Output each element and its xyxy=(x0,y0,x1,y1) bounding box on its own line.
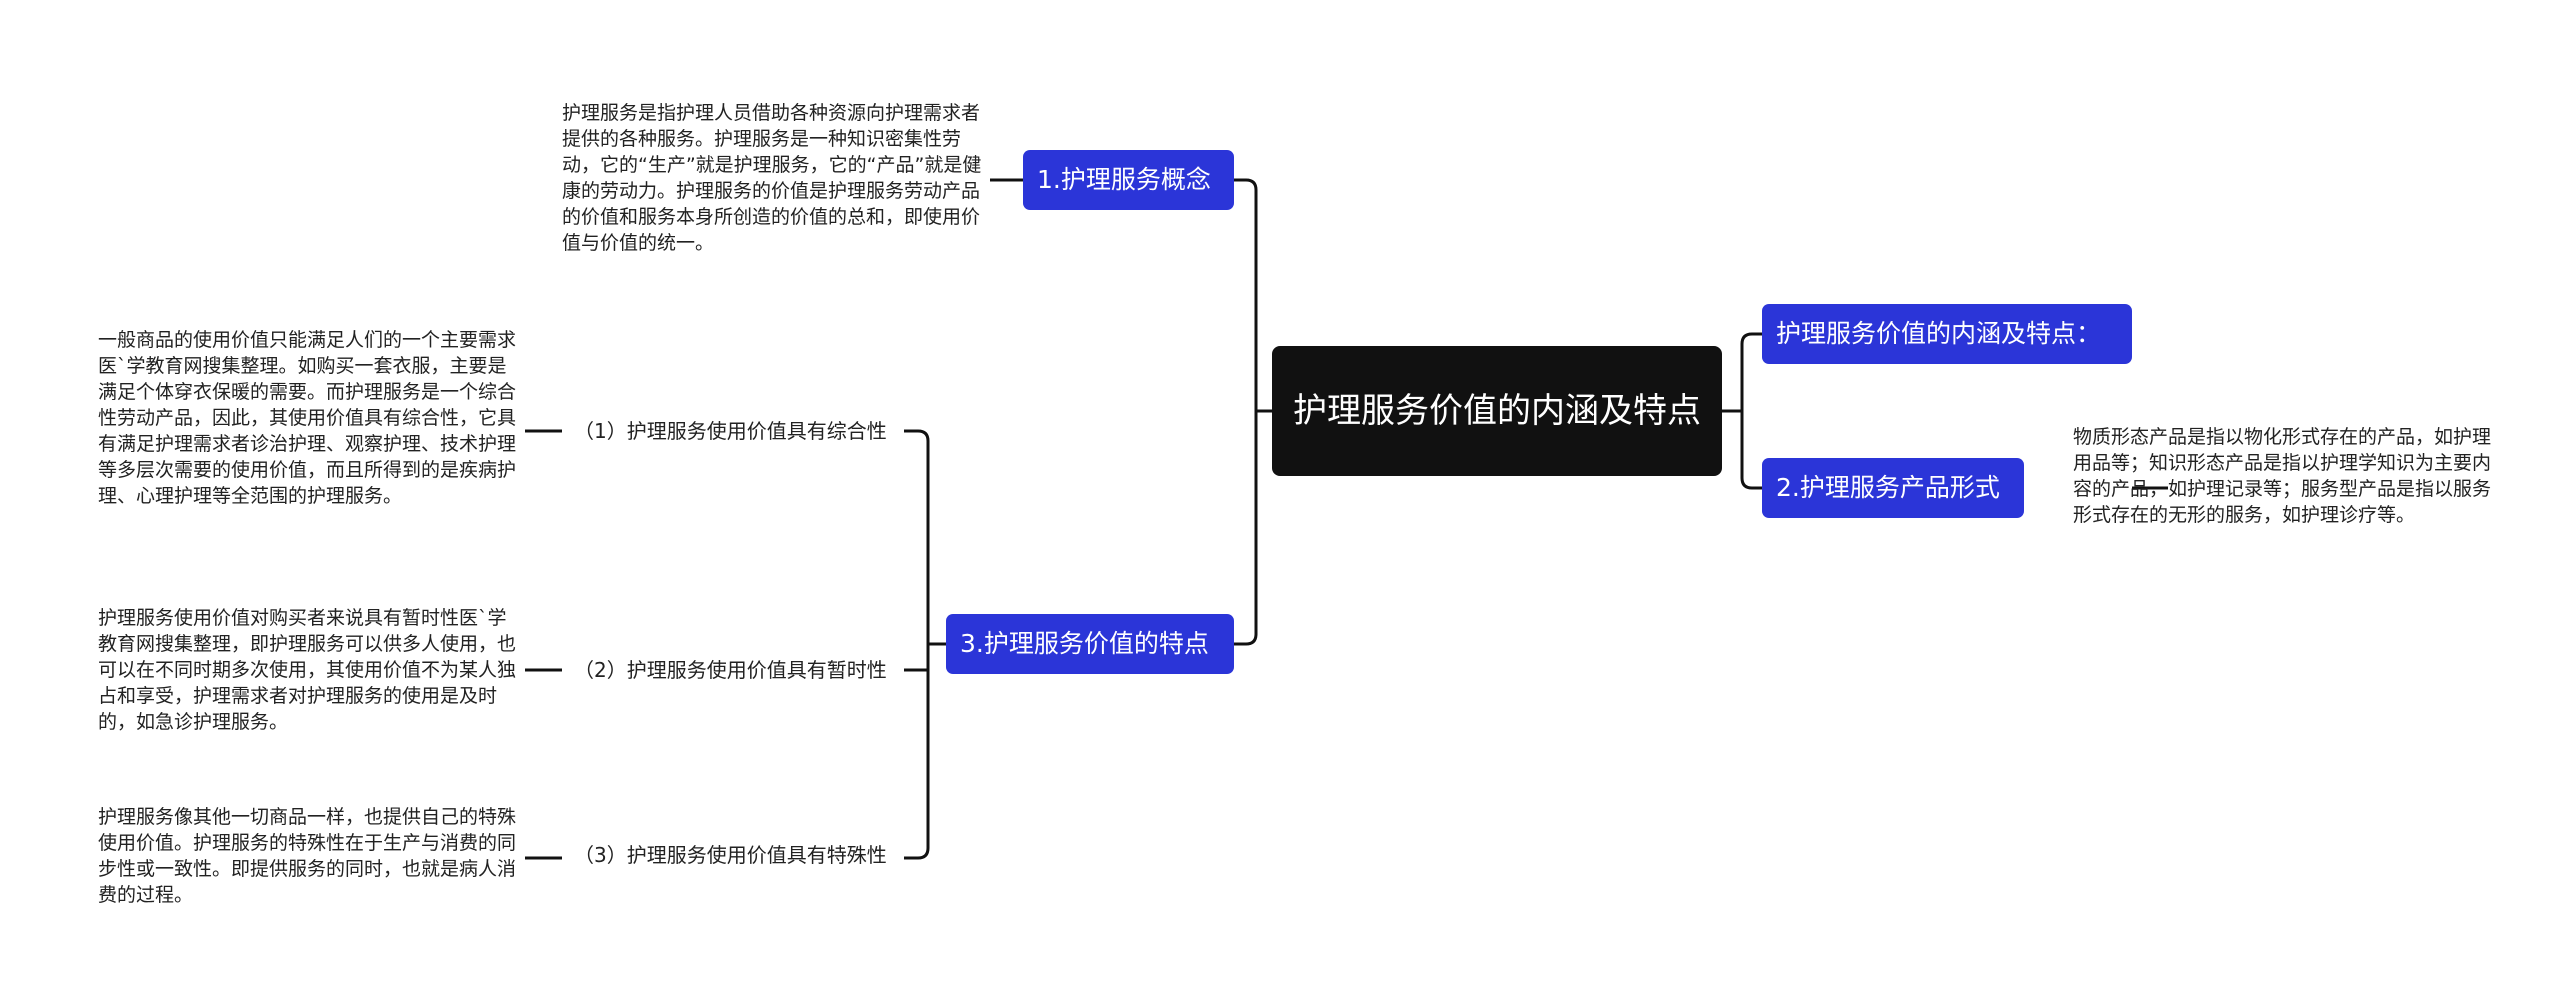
subtopic-label: （3）护理服务使用价值具有特殊性 xyxy=(574,843,887,867)
branch-nursing-service-concept[interactable]: 1.护理服务概念 xyxy=(1023,150,1234,210)
note-comprehensive: 一般商品的使用价值只能满足人们的一个主要需求医`学教育网搜集整理。如购买一套衣服… xyxy=(98,329,517,507)
branch-value-connotation[interactable]: 护理服务价值的内涵及特点： xyxy=(1762,304,2132,364)
branch-label: 护理服务价值的内涵及特点： xyxy=(1776,319,2102,348)
branch-label: 2.护理服务产品形式 xyxy=(1776,473,2000,502)
connector-root-left xyxy=(1234,178,1272,646)
root-topic-label: 护理服务价值的内涵及特点 xyxy=(1293,391,1701,431)
connector-features-sub xyxy=(904,429,946,860)
subtopic-label: （1）护理服务使用价值具有综合性 xyxy=(574,419,887,443)
root-topic[interactable]: 护理服务价值的内涵及特点 xyxy=(1272,346,1722,476)
subtopic-temporary[interactable]: （2）护理服务使用价值具有暂时性 xyxy=(574,657,887,683)
note-special: 护理服务像其他一切商品一样，也提供自己的特殊使用价值。护理服务的特殊性在于生产与… xyxy=(98,806,517,906)
note-product-form: 物质形态产品是指以物化形式存在的产品，如护理用品等；知识形态产品是指以护理学知识… xyxy=(2073,426,2492,526)
subtopic-comprehensive[interactable]: （1）护理服务使用价值具有综合性 xyxy=(574,418,887,444)
branch-label: 1.护理服务概念 xyxy=(1037,165,1211,194)
subtopic-label: （2）护理服务使用价值具有暂时性 xyxy=(574,658,887,682)
branch-value-features[interactable]: 3.护理服务价值的特点 xyxy=(946,614,1234,674)
branch-label: 3.护理服务价值的特点 xyxy=(960,629,1209,658)
connector-root-right xyxy=(1722,332,1762,490)
subtopic-special[interactable]: （3）护理服务使用价值具有特殊性 xyxy=(574,842,887,868)
branch-product-form[interactable]: 2.护理服务产品形式 xyxy=(1762,458,2024,518)
note-concept: 护理服务是指护理人员借助各种资源向护理需求者提供的各种服务。护理服务是一种知识密… xyxy=(562,102,982,254)
note-temporary: 护理服务使用价值对购买者来说具有暂时性医`学教育网搜集整理，即护理服务可以供多人… xyxy=(98,607,517,733)
